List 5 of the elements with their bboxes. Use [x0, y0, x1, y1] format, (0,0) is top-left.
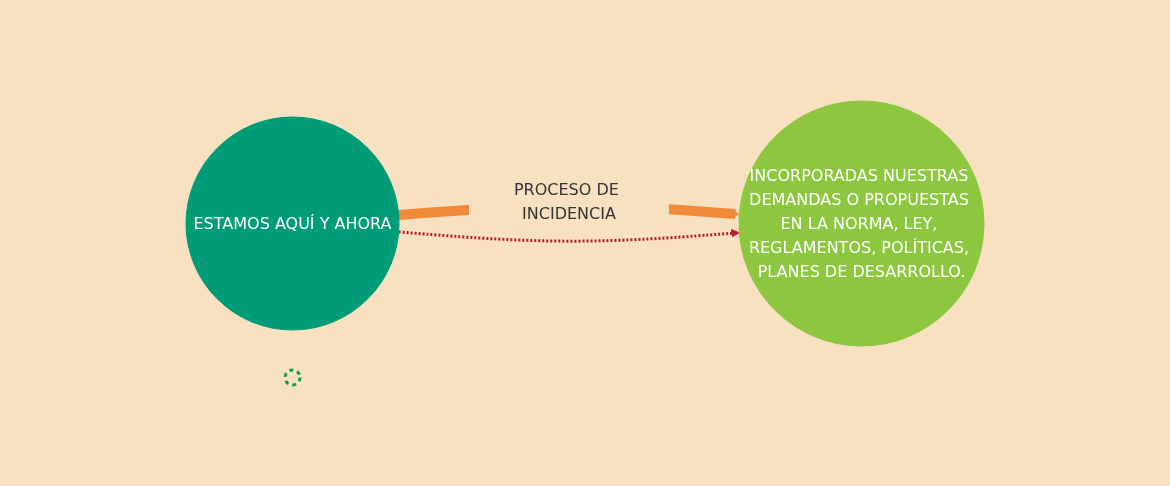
arrow	[398, 228, 740, 243]
edge-label: PROCESO DE INCIDENCIA	[513, 179, 619, 223]
node-circle	[283, 368, 302, 387]
node-circle: ESTAMOS AQUÍ Y AHORA	[185, 116, 400, 331]
node-circle: INCORPORADAS NUESTRAS DEMANDAS O PROPUESTAS EN LA NORMA, LEY, REGLAMENTOS, POLÍTICAS, PLANES DE DESARROLLO.	[738, 100, 985, 347]
